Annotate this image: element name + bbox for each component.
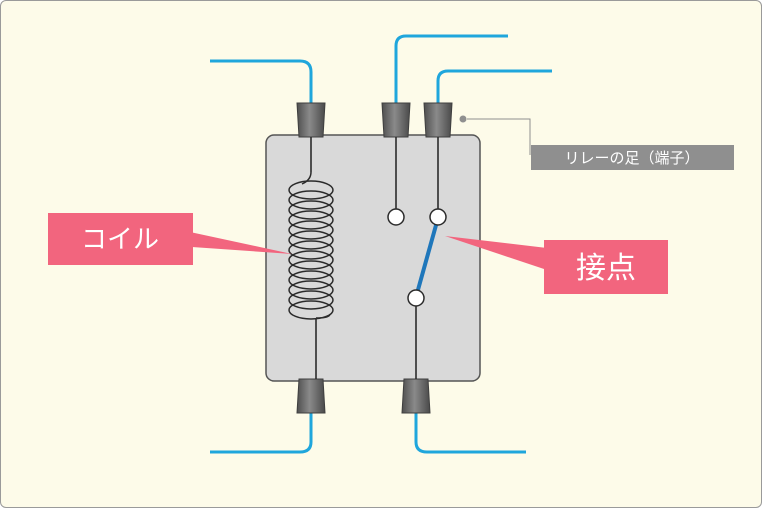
coil-top-wire [210,59,313,108]
contact-callout-text: 接点 [576,251,636,286]
terminal-cap-bottom-1 [296,378,326,414]
coil-bottom-wire [210,412,313,454]
contact-top-wire [436,69,552,108]
terminal-label: リレーの足（端子） [531,145,734,170]
terminal-label-text: リレーの足（端子） [564,149,699,167]
coil-callout: コイル [48,213,292,265]
relay-body [265,134,481,382]
external-wires [210,34,552,454]
switch-blade [414,217,440,298]
terminal-cap-bottom-2 [401,378,431,414]
terminal-cap-top-2 [381,102,411,138]
coil-callout-text: コイル [81,225,159,255]
terminal-cap-top-1 [296,102,326,138]
common-top-wire [394,34,508,108]
terminal-caps [296,102,453,414]
contact-points [387,208,447,307]
contact-bottom-wire [414,412,526,454]
contact-point-1 [387,208,405,226]
internal-wires [310,137,439,379]
contact-point-3 [407,289,425,307]
terminal-leader [459,115,531,155]
terminal-cap-top-3 [423,102,453,138]
contact-point-2 [429,208,447,226]
contact-callout: 接点 [445,236,668,294]
coil [288,171,334,320]
